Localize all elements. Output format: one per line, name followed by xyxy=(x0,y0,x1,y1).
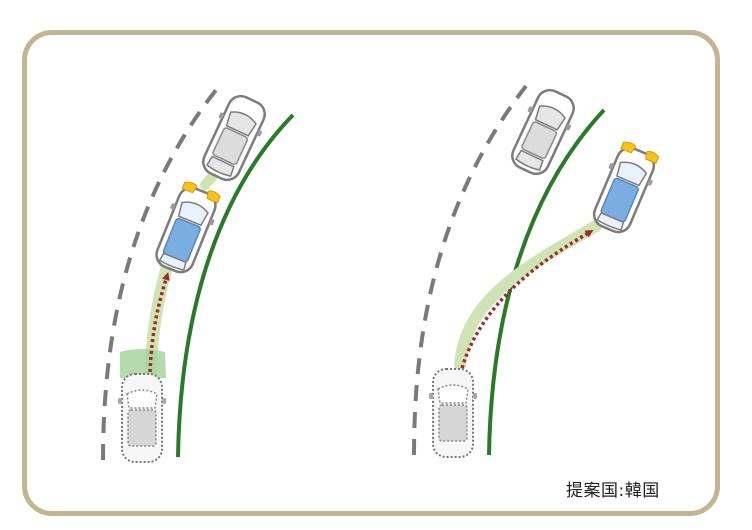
road-edge-dashed-left xyxy=(101,88,218,461)
path-band-right xyxy=(454,220,602,371)
ghost-car-icon xyxy=(428,368,478,458)
car-icon xyxy=(194,88,274,188)
car-icon xyxy=(147,177,226,279)
car-icon xyxy=(585,137,665,239)
ghost-car-icon xyxy=(117,373,167,463)
road-edge-dashed-right xyxy=(412,84,528,456)
lane-line-solid-left xyxy=(176,113,295,458)
ghost-highlight-left xyxy=(120,349,166,378)
car-icon xyxy=(503,82,583,182)
left-scenario xyxy=(101,88,295,463)
trajectory-arrow-left xyxy=(148,272,170,373)
connector-band-left xyxy=(200,171,218,190)
right-scenario xyxy=(412,82,665,458)
trajectory-arrow-right xyxy=(460,229,594,369)
proposing-country-caption: 提案国:韓国 xyxy=(566,481,660,501)
